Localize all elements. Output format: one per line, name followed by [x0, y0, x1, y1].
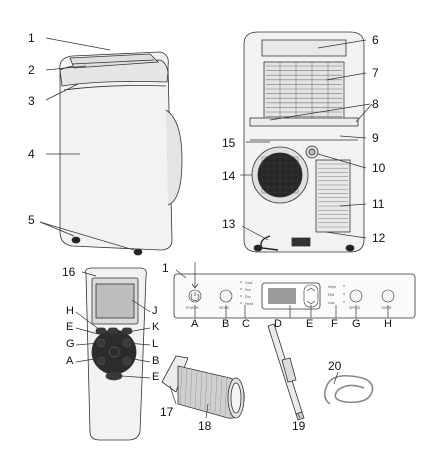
panel-letter-E: E: [306, 318, 314, 330]
speed-indicator-dot: [343, 285, 345, 287]
remote-leader-line: [75, 327, 99, 335]
remote-letter-K: K: [152, 321, 160, 333]
remote-leader-line: [127, 342, 151, 346]
callout-6: 6: [372, 33, 379, 47]
panel-callout-1: 1: [162, 261, 169, 275]
panel-letter-H: H: [384, 318, 392, 330]
back-unit: [243, 31, 365, 253]
mode-indicator-dot: [240, 288, 242, 290]
remote-leader-line: [121, 375, 151, 379]
hose-rib: [204, 373, 208, 411]
panel-letter-G: G: [352, 318, 361, 330]
callout-14: 14: [222, 169, 236, 183]
timer-caption: TIMER: [381, 306, 392, 310]
drain-tube-drawing: [323, 374, 374, 405]
mode-label-1: Fan: [245, 288, 251, 292]
panel-letter-F: F: [331, 318, 338, 330]
callout-15: 15: [222, 136, 236, 150]
hose-rib: [194, 371, 198, 408]
remote-leader-line: [127, 357, 151, 363]
callout-9: 9: [372, 131, 379, 145]
callout-17: 17: [160, 405, 174, 419]
speed-indicator-dot: [343, 293, 345, 295]
hose-rib: [224, 377, 228, 415]
remote-leader-line: [75, 311, 101, 331]
remote-letter-A: A: [66, 355, 74, 367]
speed-indicator-dot: [343, 301, 345, 303]
mode-label-3: Heat: [245, 302, 254, 306]
panel-letter-B: B: [222, 318, 230, 330]
remote-leader-line: [75, 357, 101, 363]
hose-rib: [199, 372, 203, 409]
callout-18: 18: [198, 419, 212, 433]
window-kit-drawing: [267, 323, 305, 421]
speed-label-2: Low: [328, 301, 335, 305]
callout-2: 2: [28, 63, 35, 77]
callout-1: 1: [28, 31, 35, 45]
callout-20: 20: [328, 359, 342, 373]
callout-5: 5: [28, 213, 35, 227]
panel-letter-C: C: [242, 318, 250, 330]
front-unit: [59, 51, 183, 256]
remote-letter-G: G: [66, 338, 75, 350]
remote-letter-E: E: [66, 321, 74, 333]
remote-control-drawing: [75, 267, 151, 441]
mode-caption: MODE: [219, 306, 230, 310]
hose-rib: [184, 369, 188, 406]
hose-rib: [209, 374, 213, 412]
callout-16: 16: [62, 265, 76, 279]
speed-caption: SPEED: [349, 306, 361, 310]
callout-19: 19: [292, 419, 306, 433]
remote-letter-L: L: [152, 338, 159, 350]
exhaust-hose-drawing: [161, 355, 245, 419]
power-caption: POWER: [186, 306, 199, 310]
mode-indicator-dot: [240, 302, 242, 304]
panel-letter-A: A: [191, 318, 199, 330]
callout-12: 12: [372, 231, 386, 245]
callout-3: 3: [28, 94, 35, 108]
remote-letter-J: J: [152, 305, 158, 317]
callout-leaders: [39, 37, 373, 419]
remote-leader-line: [75, 342, 101, 346]
callout-11: 11: [372, 197, 385, 211]
panel-letter-D: D: [274, 318, 282, 330]
remote-leader-line: [127, 327, 151, 333]
callout-10: 10: [372, 161, 386, 175]
speed-label-0: High: [328, 285, 336, 289]
mode-label-2: Dry: [245, 295, 252, 299]
hose-rib: [179, 367, 183, 405]
hose-rib: [214, 375, 218, 413]
mode-indicator-dot: [240, 295, 242, 297]
callout-8: 8: [372, 97, 379, 111]
remote-letter-H: H: [66, 305, 74, 317]
callout-7: 7: [372, 66, 379, 80]
hose-rib: [189, 370, 193, 407]
callout-4: 4: [28, 147, 35, 161]
remote-letter-E-lower: E: [152, 371, 160, 383]
mode-label-0: Cool: [245, 281, 253, 285]
hose-rib: [219, 376, 223, 414]
mode-indicator-dot: [240, 281, 242, 283]
control-panel-strip: [173, 262, 416, 319]
speed-label-1: Mid: [328, 293, 335, 297]
callout-13: 13: [222, 217, 236, 231]
remote-letter-B: B: [152, 355, 160, 367]
remote-leader-line: [131, 299, 151, 313]
